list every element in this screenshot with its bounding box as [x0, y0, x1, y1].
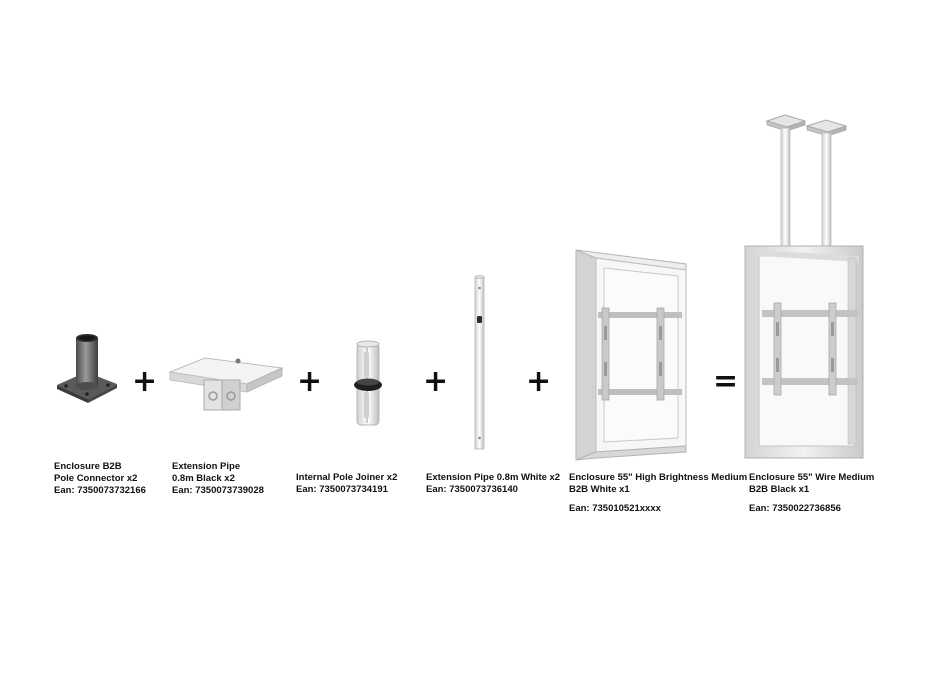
caption-enclosure-high-brightness: Enclosure 55" High Brightness Medium B2B…	[569, 472, 747, 515]
caption-ean: Ean: 7350073736140	[426, 484, 518, 495]
caption-ean: Ean: 7350022736856	[749, 503, 841, 514]
caption-line: 0.8m Black x2	[172, 473, 235, 484]
extension-pipe-white-image	[474, 275, 485, 450]
caption-line: B2B Black x1	[749, 484, 810, 495]
plus-sign-3: +	[423, 364, 449, 399]
equals-sign: =	[713, 364, 739, 399]
plus-sign-4: +	[526, 364, 552, 399]
caption-ean: Ean: 735010521xxxx	[569, 503, 661, 514]
enclosure-wire-medium-image	[744, 114, 864, 459]
caption-line: Extension Pipe 0.8m White x2	[426, 472, 561, 483]
caption-internal-pole-joiner: Internal Pole Joiner x2 Ean: 73500737341…	[296, 472, 397, 496]
caption-line: B2B White x1	[569, 484, 630, 495]
caption-extension-pipe-white: Extension Pipe 0.8m White x2 Ean: 735007…	[426, 472, 560, 496]
caption-line: Enclosure 55" High Brightness Medium	[569, 472, 748, 483]
extension-pipe-black-image	[168, 357, 284, 411]
pole-connector-image	[57, 334, 117, 403]
internal-pole-joiner-image	[354, 340, 382, 426]
caption-enclosure-wire-medium: Enclosure 55" Wire Medium B2B Black x1 E…	[749, 472, 874, 515]
caption-ean: Ean: 7350073739028	[172, 485, 264, 496]
caption-ean: Ean: 7350073734191	[296, 484, 388, 495]
caption-line: Pole Connector x2	[54, 473, 138, 484]
caption-line: Enclosure 55" Wire Medium	[749, 472, 875, 483]
plus-sign-2: +	[297, 364, 323, 399]
caption-line: Extension Pipe	[172, 461, 241, 472]
caption-line: Enclosure B2B	[54, 461, 122, 472]
caption-ean: Ean: 7350073732166	[54, 485, 146, 496]
caption-pole-connector: Enclosure B2B Pole Connector x2 Ean: 735…	[54, 461, 146, 497]
caption-line: Internal Pole Joiner x2	[296, 472, 398, 483]
enclosure-high-brightness-image	[575, 249, 687, 461]
caption-extension-pipe-black: Extension Pipe 0.8m Black x2 Ean: 735007…	[172, 461, 264, 497]
plus-sign-1: +	[132, 364, 158, 399]
